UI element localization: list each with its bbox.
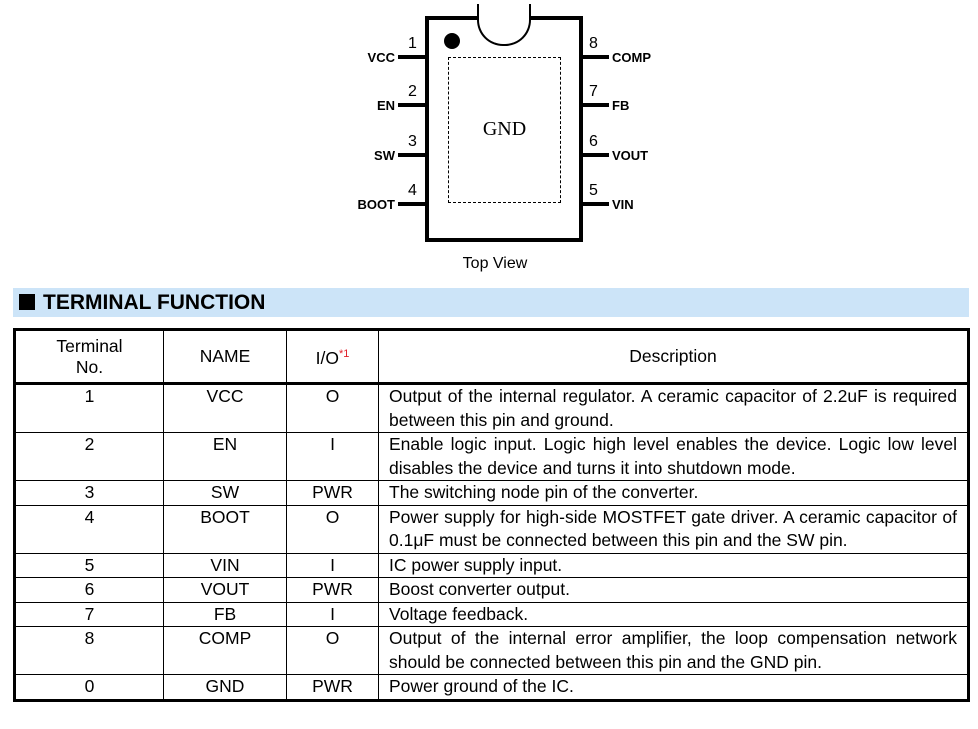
pin-name-cell: SW [163, 480, 287, 506]
pin-lead [398, 153, 425, 157]
pin-name: EN [376, 98, 395, 113]
pin-name: FB [612, 98, 630, 113]
pin-number: 2 [408, 83, 417, 100]
pin-name-cell: VOUT [163, 577, 287, 603]
description: The switching node pin of the converter. [378, 480, 969, 506]
pin-lead [582, 202, 609, 206]
pin-name: COMP [612, 50, 651, 65]
io-type: O [286, 504, 379, 554]
section-title: TERMINAL FUNCTION [43, 291, 266, 314]
terminal-no: 2 [14, 432, 164, 481]
pin-name-cell: VCC [163, 383, 287, 433]
io-type: PWR [286, 480, 379, 506]
header-io-label: I/O [315, 347, 339, 368]
description: Power supply for high-side MOSTFET gate … [378, 504, 969, 554]
description: Enable logic input. Logic high level ena… [378, 432, 969, 481]
pin-name: VOUT [612, 148, 649, 163]
pin-name: VIN [612, 197, 634, 212]
square-bullet-icon [19, 294, 35, 310]
pin-number: 4 [408, 182, 417, 199]
io-type: PWR [286, 577, 379, 603]
description: Power ground of the IC. [378, 674, 969, 701]
io-type: I [286, 601, 379, 627]
header-terminal-no: Terminal No. [14, 329, 164, 384]
pin-lead [398, 55, 425, 59]
footnote-marker: *1 [338, 348, 350, 361]
header-description: Description [378, 329, 969, 384]
pin-lead [582, 55, 609, 59]
pin-number: 5 [589, 182, 598, 199]
terminal-no: 8 [14, 626, 164, 675]
table-header-row: Terminal No. NAME I/O*1 Description [14, 329, 969, 384]
terminal-no: 0 [14, 674, 164, 701]
pin-number: 1 [408, 35, 417, 52]
pin-name-cell: EN [163, 432, 287, 481]
pin-lead [582, 103, 609, 107]
terminal-no: 6 [14, 577, 164, 603]
terminal-no: 5 [14, 552, 164, 578]
io-type: I [286, 552, 379, 578]
package-notch [477, 4, 531, 46]
description: Output of the internal error amplifier, … [378, 626, 969, 675]
description: Boost converter output. [378, 577, 969, 603]
pin-name-cell: VIN [163, 552, 287, 578]
diagram-caption: Top View [462, 255, 528, 272]
exposed-pad-label: GND [482, 118, 527, 140]
pin-name-cell: GND [163, 674, 287, 701]
pin-name: VCC [367, 50, 395, 65]
exposed-pad [448, 57, 561, 203]
terminal-no: 1 [14, 383, 164, 433]
pin-number: 7 [589, 83, 598, 100]
pin-name: SW [374, 148, 395, 163]
pin-name-cell: FB [163, 601, 287, 627]
description: IC power supply input. [378, 552, 969, 578]
header-io: I/O*1 [286, 329, 379, 384]
header-name: NAME [163, 329, 287, 384]
pin-number: 6 [589, 133, 598, 150]
io-type: O [286, 626, 379, 675]
pin1-marker-dot [444, 33, 460, 49]
pin-lead [398, 103, 425, 107]
pin-number: 3 [408, 133, 417, 150]
terminal-no: 4 [14, 504, 164, 554]
pin-name-cell: BOOT [163, 504, 287, 554]
pin-name: BOOT [357, 197, 395, 212]
pin-name-cell: COMP [163, 626, 287, 675]
pin-lead [582, 153, 609, 157]
terminal-no: 7 [14, 601, 164, 627]
description: Output of the internal regulator. A cera… [378, 383, 969, 433]
terminal-no: 3 [14, 480, 164, 506]
description: Voltage feedback. [378, 601, 969, 627]
pin-number: 8 [589, 35, 598, 52]
io-type: O [286, 383, 379, 433]
pin-lead [398, 202, 425, 206]
io-type: PWR [286, 674, 379, 701]
io-type: I [286, 432, 379, 481]
section-header: TERMINAL FUNCTION [13, 288, 969, 317]
